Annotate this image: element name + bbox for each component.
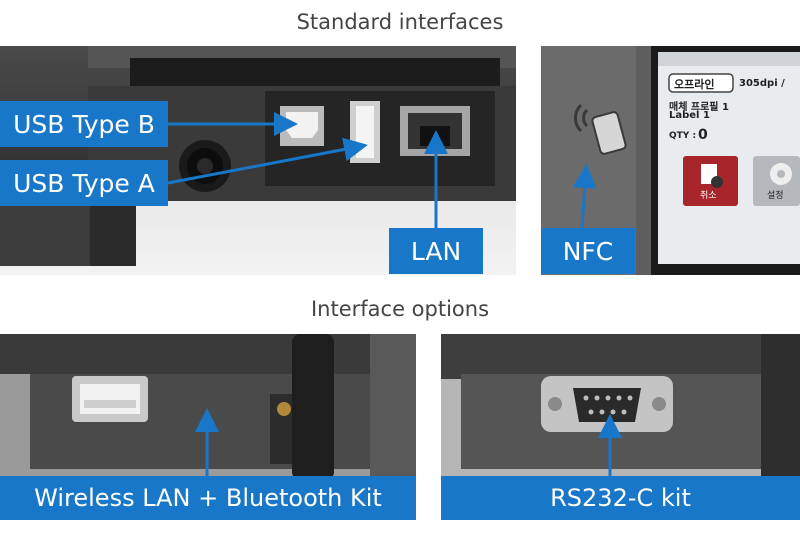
- cancel-label: 취소: [700, 191, 717, 201]
- rs232-kit-photo: [441, 334, 800, 480]
- rs232-kit-label: RS232-C kit: [441, 476, 800, 520]
- settings-label: 설정: [767, 191, 784, 201]
- qty-label: QTY :: [669, 131, 697, 141]
- nfc-icon: [574, 103, 627, 155]
- dpi-text: 305dpi /: [739, 78, 785, 89]
- wireless-kit-photo: [0, 334, 416, 480]
- interface-options-heading: Interface options: [310, 297, 490, 321]
- usb-type-b-label: USB Type B: [0, 101, 168, 147]
- nfc-label: NFC: [541, 228, 635, 274]
- wireless-kit-label: Wireless LAN + Bluetooth Kit: [0, 476, 416, 520]
- qty-value: 0: [698, 127, 708, 143]
- lan-label: LAN: [389, 228, 483, 274]
- label-name-text: Label 1: [669, 110, 710, 121]
- usb-type-a-label: USB Type A: [0, 160, 168, 206]
- standard-interfaces-heading: Standard interfaces: [296, 10, 504, 34]
- media-profile-text: 매체 프로필 1: [669, 102, 729, 113]
- offline-button: 오프라인: [674, 78, 715, 91]
